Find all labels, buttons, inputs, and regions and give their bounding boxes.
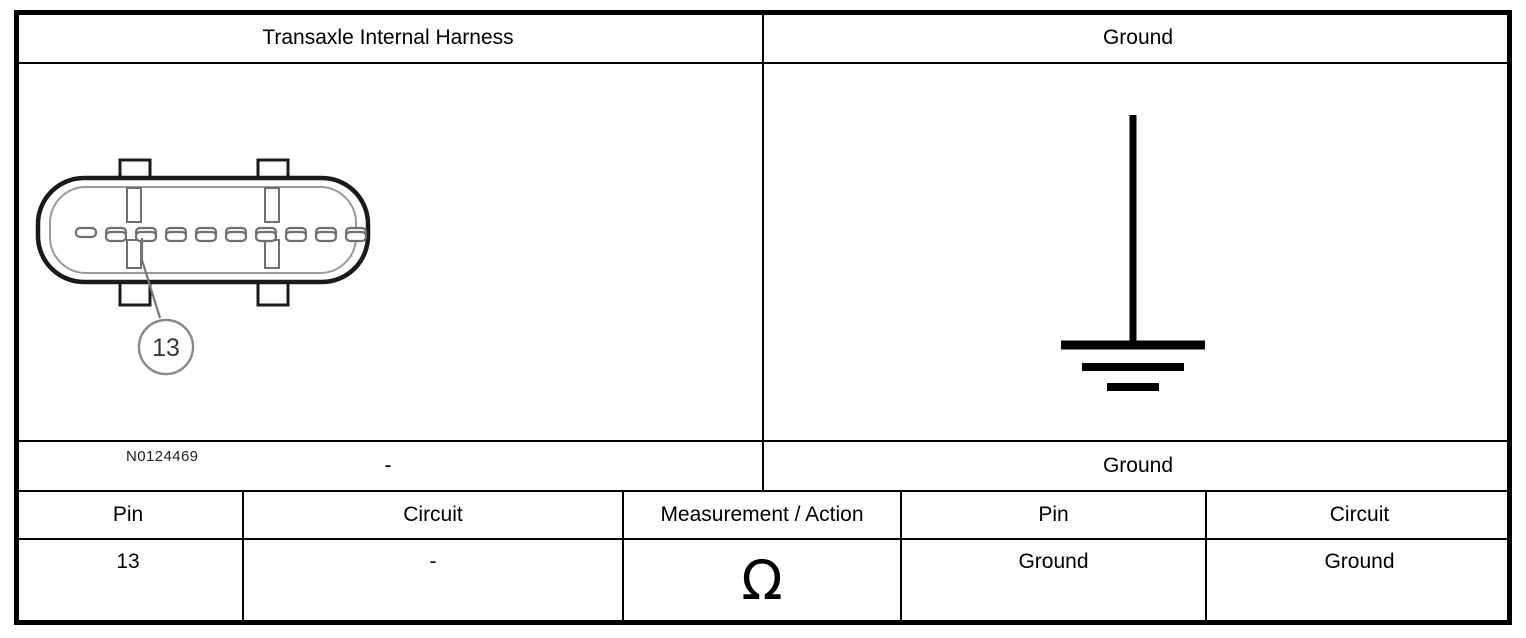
table-cell-pin-right: Ground (1018, 550, 1089, 573)
ground-symbol-illustration (770, 60, 1500, 440)
connector-tab-stem-bottom-right (264, 239, 280, 269)
connector-tab-stem-top-right (264, 187, 280, 223)
header-right-title: Ground (1102, 26, 1174, 49)
connector-tab-stem-top-left (126, 187, 142, 223)
connector-pin-row-bottom (104, 230, 368, 243)
table-header-circuit-left: Circuit (403, 502, 463, 526)
rule-col-circuit-measurement (622, 490, 624, 625)
rule-col-pin-circuit (242, 490, 244, 625)
rule-col-measurement-pin (900, 490, 902, 625)
table-header-pin-right: Pin (1038, 502, 1069, 526)
table-header-measurement-action: Measurement / Action (660, 502, 864, 526)
subheader-right: Ground (1102, 453, 1174, 477)
header-left-title: Transaxle Internal Harness (262, 26, 514, 49)
table-cell-pin-left: 13 (116, 550, 140, 573)
rule-above-table-header (14, 490, 1512, 492)
connector-tab-bottom-right (256, 282, 290, 307)
connector-tab-top-right (256, 158, 290, 178)
rule-below-table-header (14, 538, 1512, 540)
connector-tab-stem-bottom-left (126, 239, 142, 269)
callout-number: 13 (152, 334, 180, 362)
connector-tab-top-left (118, 158, 152, 178)
connector-illustration: 13 N0124469 (20, 60, 760, 465)
callout-circle (137, 318, 195, 376)
callout-leader-line (140, 238, 162, 319)
table-cell-circuit-left: - (429, 550, 437, 573)
connector-tab-bottom-left (118, 282, 152, 307)
table-cell-circuit-right: Ground (1324, 550, 1395, 573)
table-header-pin-left: Pin (112, 502, 144, 526)
subheader-left: - (384, 453, 392, 477)
connector-svg: 13 (35, 158, 371, 376)
connector-part-number: N0124469 (126, 448, 199, 465)
rule-main-split (762, 10, 764, 490)
table-cell-measurement-action: Ω (741, 549, 783, 612)
table-header-circuit-right: Circuit (1329, 502, 1390, 526)
ground-symbol-svg (1061, 115, 1205, 391)
rule-col-pin-circuit-right (1205, 490, 1207, 625)
